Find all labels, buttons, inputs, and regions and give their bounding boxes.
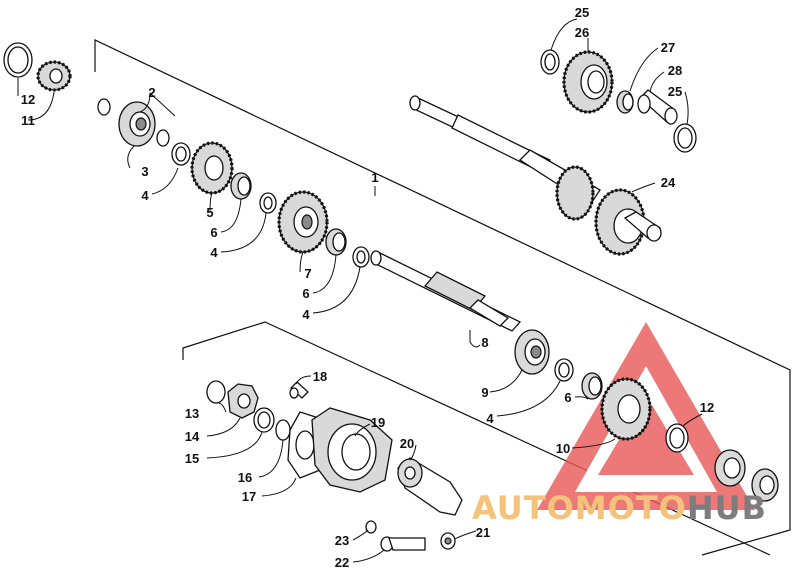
- snap-ring-12-left: [3, 42, 33, 78]
- callout-9: 9: [481, 385, 488, 400]
- dowel-pin-18: [289, 381, 309, 399]
- hub-3: [118, 101, 156, 147]
- washer-25-top: [540, 49, 560, 75]
- callout-23: 23: [335, 533, 349, 548]
- snap-ring-13: [206, 380, 226, 404]
- callout-15: 15: [185, 451, 199, 466]
- callout-1: 1: [371, 170, 378, 185]
- callout-28: 28: [668, 63, 682, 78]
- callout-6-b: 6: [302, 286, 309, 301]
- callout-27: 27: [661, 40, 675, 55]
- callout-10: 10: [556, 441, 570, 456]
- washer-4-a: [171, 142, 191, 166]
- gear-7: [277, 190, 329, 254]
- callout-5: 5: [206, 205, 213, 220]
- callout-2: 2: [148, 85, 155, 100]
- callout-17: 17: [242, 489, 256, 504]
- callout-18: 18: [313, 369, 327, 384]
- watermark-text: AUTOMOTOHUB: [472, 489, 767, 527]
- watermark-text-primary: AUTOMOTO: [472, 489, 687, 527]
- sleeve-28: [637, 89, 678, 125]
- callout-11: 11: [21, 113, 35, 128]
- housing-19: [311, 407, 393, 493]
- callout-14: 14: [185, 429, 200, 444]
- leader-lines: [17, 18, 703, 563]
- sensor-20: [397, 457, 463, 516]
- washer-25-right: [673, 123, 697, 153]
- watermark-text-secondary: HUB: [686, 489, 768, 527]
- callout-16: 16: [238, 470, 252, 485]
- callout-6-a: 6: [210, 225, 217, 240]
- snap-ring-12-right: [665, 423, 689, 453]
- callout-8: 8: [481, 335, 488, 350]
- callout-7: 7: [304, 266, 311, 281]
- callout-22: 22: [335, 555, 349, 570]
- callout-25-a: 25: [575, 5, 589, 20]
- needle-bearing-6-a: [230, 172, 252, 200]
- callout-26: 26: [575, 25, 589, 40]
- callout-19: 19: [371, 415, 385, 430]
- hub-9: [514, 329, 550, 375]
- bolt-22: [380, 536, 426, 552]
- callout-25-b: 25: [668, 84, 682, 99]
- splined-shaft-8: [370, 250, 522, 332]
- washer-4-b: [259, 192, 277, 214]
- plug-21: [440, 532, 456, 550]
- gear-5: [190, 141, 234, 195]
- callout-20: 20: [400, 436, 414, 451]
- snap-ring-2: [97, 98, 111, 116]
- gear-26: [562, 50, 614, 114]
- gear-10: [600, 377, 652, 441]
- washer-23: [365, 520, 377, 534]
- callout-4-b: 4: [210, 245, 218, 260]
- gear-11: [36, 60, 72, 92]
- needle-bearing-6-c: [581, 372, 603, 400]
- callout-6-c: 6: [564, 390, 571, 405]
- callout-13: 13: [185, 406, 199, 421]
- washer-4-d: [554, 358, 574, 382]
- callout-3: 3: [141, 164, 148, 179]
- end-bearing-b: [751, 468, 779, 502]
- nut-14: [227, 383, 259, 419]
- callout-labels: 1 2 3 4 4 4 4 5 6 6 6 7 8 9 10 11 12 12 …: [21, 5, 714, 570]
- bushing-27: [616, 90, 634, 114]
- callout-4-a: 4: [141, 188, 149, 203]
- housing-assembly-frame: [182, 321, 771, 556]
- needle-bearing-6-b: [325, 228, 347, 256]
- o-ring-16: [275, 419, 291, 441]
- callout-4-c: 4: [302, 307, 310, 322]
- washer-15: [253, 407, 275, 433]
- callout-24: 24: [661, 175, 676, 190]
- callout-21: 21: [476, 525, 490, 540]
- callout-12-a: 12: [21, 92, 35, 107]
- end-bearing-a: [714, 449, 746, 487]
- callout-4-d: 4: [486, 411, 494, 426]
- output-shaft-24: [409, 95, 662, 256]
- washer-4-c: [352, 246, 370, 268]
- washer-2b: [156, 129, 170, 147]
- callout-12-b: 12: [700, 400, 714, 415]
- main-assembly-frame: [94, 39, 791, 556]
